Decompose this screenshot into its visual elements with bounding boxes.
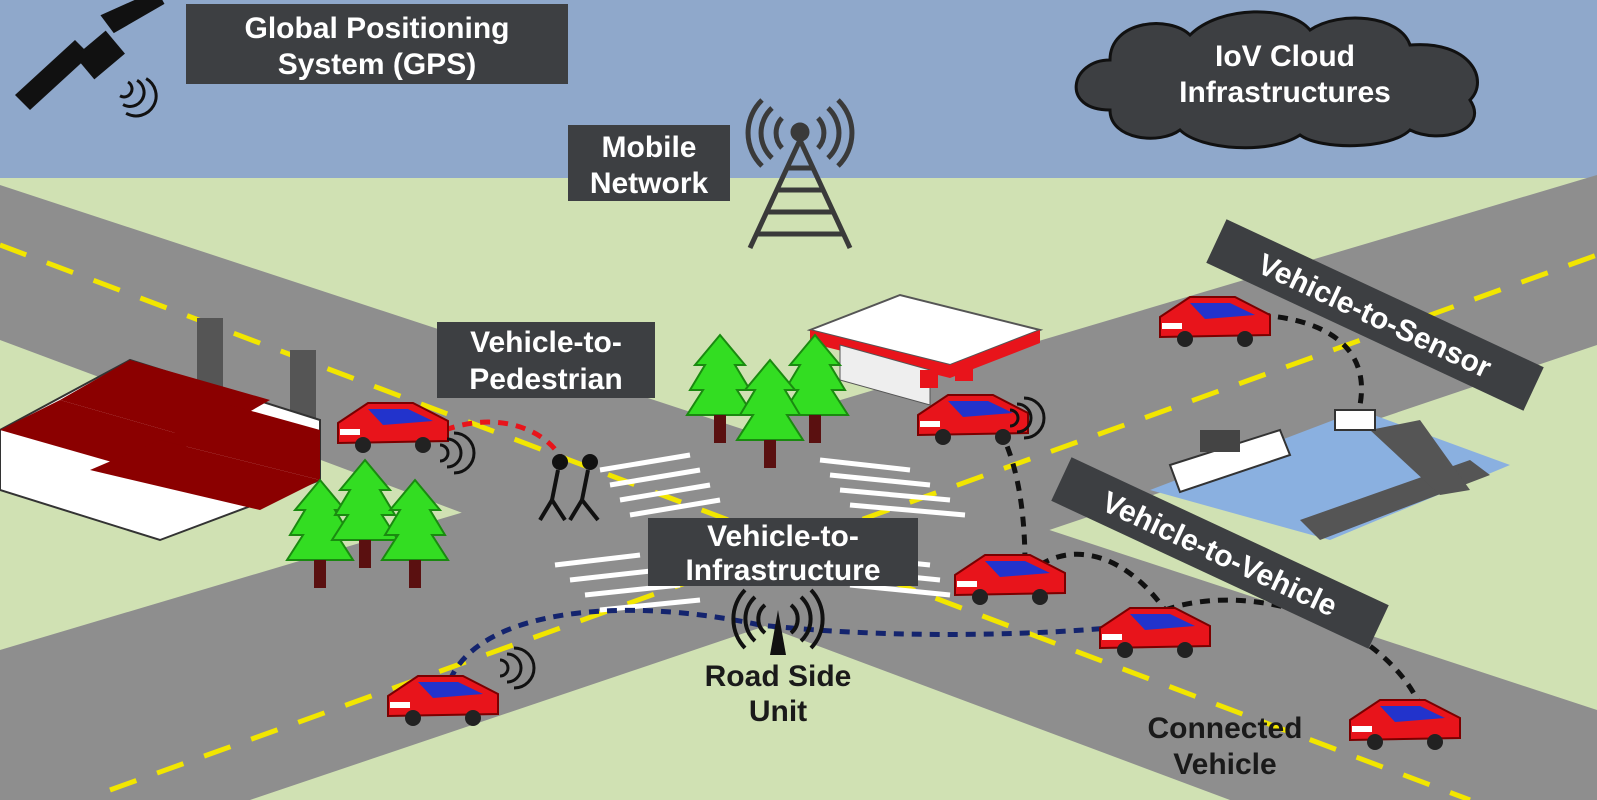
v2p-label-box bbox=[437, 322, 655, 398]
v2i-label: Infrastructure bbox=[685, 554, 880, 587]
mobile-network-label: Network bbox=[590, 167, 709, 200]
lane-marking bbox=[109, 252, 1597, 793]
cloud-icon bbox=[1074, 10, 1479, 150]
v2v-label-box bbox=[1051, 457, 1389, 649]
v2p-link bbox=[444, 419, 568, 467]
gps-label: System (GPS) bbox=[278, 48, 476, 81]
factory-icon bbox=[0, 318, 321, 542]
gas-station-icon bbox=[806, 293, 1044, 406]
rsu-label: Road Side bbox=[705, 660, 852, 693]
gps-label: Global Positioning bbox=[245, 12, 510, 45]
v2i-link bbox=[447, 607, 1141, 681]
lane-marking bbox=[0, 242, 1471, 800]
connected-vehicle-label: Connected bbox=[1147, 712, 1302, 745]
v2p-label: Vehicle-to- bbox=[470, 326, 622, 359]
cell-tower-icon bbox=[745, 98, 855, 250]
v2s-label-box bbox=[1206, 219, 1544, 411]
pedestrian-icon bbox=[538, 454, 600, 522]
road-side-unit-icon bbox=[731, 588, 825, 655]
cloud-label: IoV Cloud bbox=[1215, 40, 1355, 73]
rsu-label: Unit bbox=[749, 695, 807, 728]
sensor-facility-icon bbox=[1150, 409, 1510, 540]
connected-vehicle-label: Vehicle bbox=[1173, 748, 1276, 781]
cloud-label: Infrastructures bbox=[1179, 76, 1391, 109]
gps-label-box bbox=[186, 4, 568, 84]
mobile-network-label-box bbox=[568, 125, 730, 201]
v2i-label: Vehicle-to- bbox=[707, 520, 859, 553]
v2p-label: Pedestrian bbox=[469, 363, 622, 396]
mobile-network-label: Mobile bbox=[602, 131, 697, 164]
v2i-label-box bbox=[648, 518, 918, 586]
satellite-icon bbox=[15, 0, 165, 125]
